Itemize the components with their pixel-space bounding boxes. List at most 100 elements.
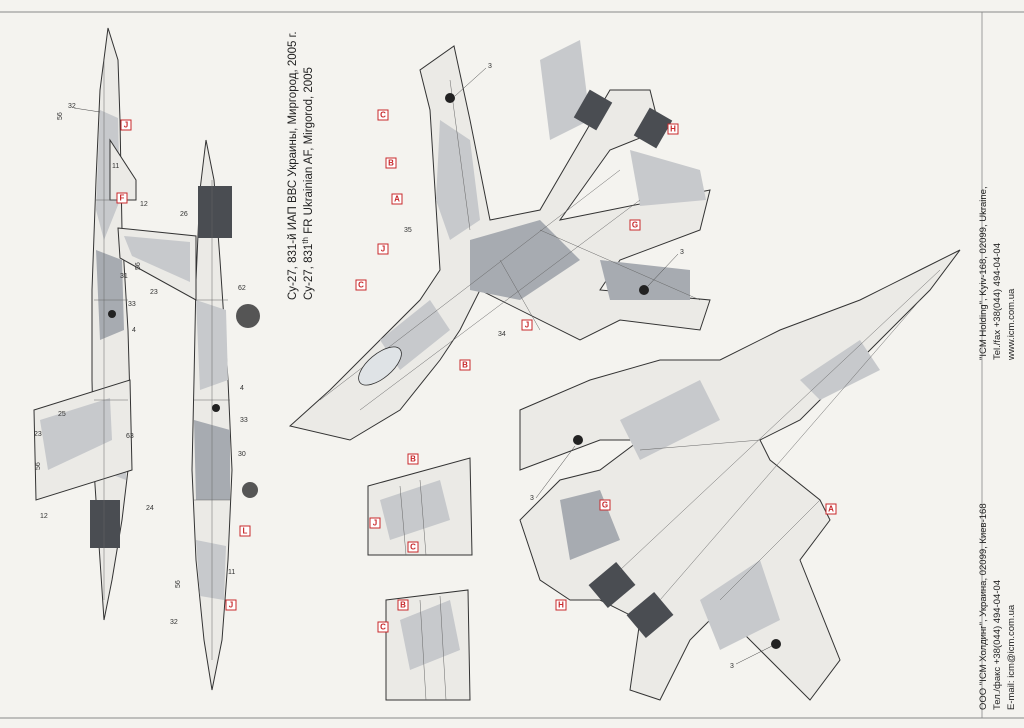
callout-26: 26 (180, 211, 188, 218)
nozzle-left (90, 500, 120, 548)
marker-H-1: H (667, 123, 679, 135)
letter-markers: J F L J C B A J C J B H G B J C B C G H … (116, 109, 837, 633)
roundel-right (212, 404, 220, 412)
top-nozzle-2 (633, 107, 673, 149)
svg-text:B: B (410, 455, 416, 464)
lead-3-bottom-2 (735, 645, 773, 665)
svg-text:J: J (373, 519, 377, 528)
footer-left-line2: Тел./факс +38(044) 494-04-04 (992, 580, 1003, 710)
marker-C-2: C (355, 279, 367, 291)
roundel-bottom-2 (771, 639, 781, 649)
svg-text:G: G (632, 221, 638, 230)
svg-text:G: G (602, 501, 608, 510)
footer-left: ООО "ICM Холдинг", Украина, 02099, Киев-… (978, 503, 1017, 710)
svg-text:C: C (410, 543, 416, 552)
footer-right-line2: Tel./fax +38(044) 494-04-04 (992, 243, 1003, 360)
fin-detail-lower (385, 589, 471, 701)
svg-text:F: F (120, 194, 125, 203)
callout-32-right: 32 (170, 619, 178, 626)
side-view-right: 56 56 (117, 139, 260, 691)
callout-3-top: 3 (488, 63, 492, 70)
roundel-bottom-1 (573, 435, 583, 445)
marker-A-1: A (391, 193, 403, 205)
callout-12-right: 12 (140, 201, 148, 208)
marker-H-2: H (555, 599, 567, 611)
svg-text:J: J (381, 245, 385, 254)
marker-B-4: B (397, 599, 409, 611)
callout-24: 24 (146, 505, 154, 512)
svg-text:C: C (380, 111, 386, 120)
callout-23-left: 23 (34, 431, 42, 438)
marker-C-4: C (377, 621, 389, 633)
marker-G-2: G (599, 499, 611, 511)
footer-right-line1: "ICM Holding", Kyiv-168, 02099, Ukraine, (978, 186, 989, 360)
callout-30: 30 (238, 451, 246, 458)
lead-3-top-2 (647, 253, 679, 287)
caption-en-sup: th (301, 237, 310, 244)
svg-text:B: B (388, 159, 394, 168)
fin-number-right-2: 56 (135, 262, 142, 270)
callout-62: 62 (238, 285, 246, 292)
svg-text:J: J (229, 601, 233, 610)
callout-3-bottom: 3 (530, 495, 534, 502)
canopy-top (358, 346, 402, 386)
marker-J-1: J (120, 119, 132, 131)
svg-text:B: B (400, 601, 406, 610)
fin-number-right: 56 (175, 580, 182, 588)
side-view-left: 56 56 (33, 27, 137, 621)
svg-text:A: A (828, 505, 834, 514)
marker-B-3: B (407, 453, 419, 465)
callout-35: 35 (404, 227, 412, 234)
marker-G-1: G (629, 219, 641, 231)
fin-detail-upper (367, 457, 473, 556)
marker-J-5: J (369, 517, 381, 529)
callout-4-right: 4 (240, 385, 244, 392)
marker-J-4: J (521, 319, 533, 331)
footer-left-line3: E-mail: icm@icm.com.ua (1006, 604, 1017, 710)
callout-3-bottom-2: 3 (730, 663, 734, 670)
callout-25: 25 (58, 411, 66, 418)
marker-B-1: B (385, 157, 397, 169)
caption-en-rest: FR Ukrainian AF, Mirgorod, 2005 (303, 67, 315, 237)
lead-3-top (454, 67, 487, 97)
fin-number-left: 56 (57, 112, 64, 120)
bottom-nozzle-1 (588, 561, 636, 609)
footer-right: "ICM Holding", Kyiv-168, 02099, Ukraine,… (978, 186, 1017, 361)
svg-text:J: J (525, 321, 529, 330)
callout-34: 34 (498, 331, 506, 338)
callout-11: 11 (112, 163, 119, 170)
numbered-callouts: 32 11 31 33 4 25 23 63 12 12 26 23 62 4 … (34, 63, 773, 670)
svg-text:H: H (670, 125, 676, 134)
callout-33-right: 33 (240, 417, 248, 424)
callout-63: 63 (126, 433, 134, 440)
top-view (288, 40, 711, 441)
callout-23-right: 23 (150, 289, 158, 296)
roundel-left (108, 310, 116, 318)
bottom-nozzle-2 (626, 591, 674, 639)
top-nozzle-1 (573, 89, 613, 131)
callout-33: 33 (128, 301, 136, 308)
roundel-top-2 (639, 285, 649, 295)
callout-3-top-2: 3 (680, 249, 684, 256)
callout-12-left: 12 (40, 513, 48, 520)
caption-block: Су-27, 831-й ИАП ВВС Украины, Миргород, … (287, 31, 315, 300)
lead-32 (73, 107, 101, 113)
footer-left-line1: ООО "ICM Холдинг", Украина, 02099, Киев-… (978, 503, 989, 710)
marker-F: F (116, 192, 128, 204)
callout-4: 4 (132, 327, 136, 334)
marker-B-2: B (459, 359, 471, 371)
svg-text:C: C (358, 281, 364, 290)
wheel-right (236, 304, 260, 328)
roundel-top-1 (445, 93, 455, 103)
svg-text:A: A (394, 195, 400, 204)
caption-en-prefix: Су-27, 831 (303, 244, 315, 300)
fin-number-left-2: 56 (35, 462, 42, 470)
marker-C-1: C (377, 109, 389, 121)
svg-text:J: J (124, 121, 128, 130)
marker-C-3: C (407, 541, 419, 553)
marker-L: L (239, 525, 251, 537)
marker-A-2: A (825, 503, 837, 515)
bottom-view (519, 249, 961, 701)
marker-J-3: J (377, 243, 389, 255)
